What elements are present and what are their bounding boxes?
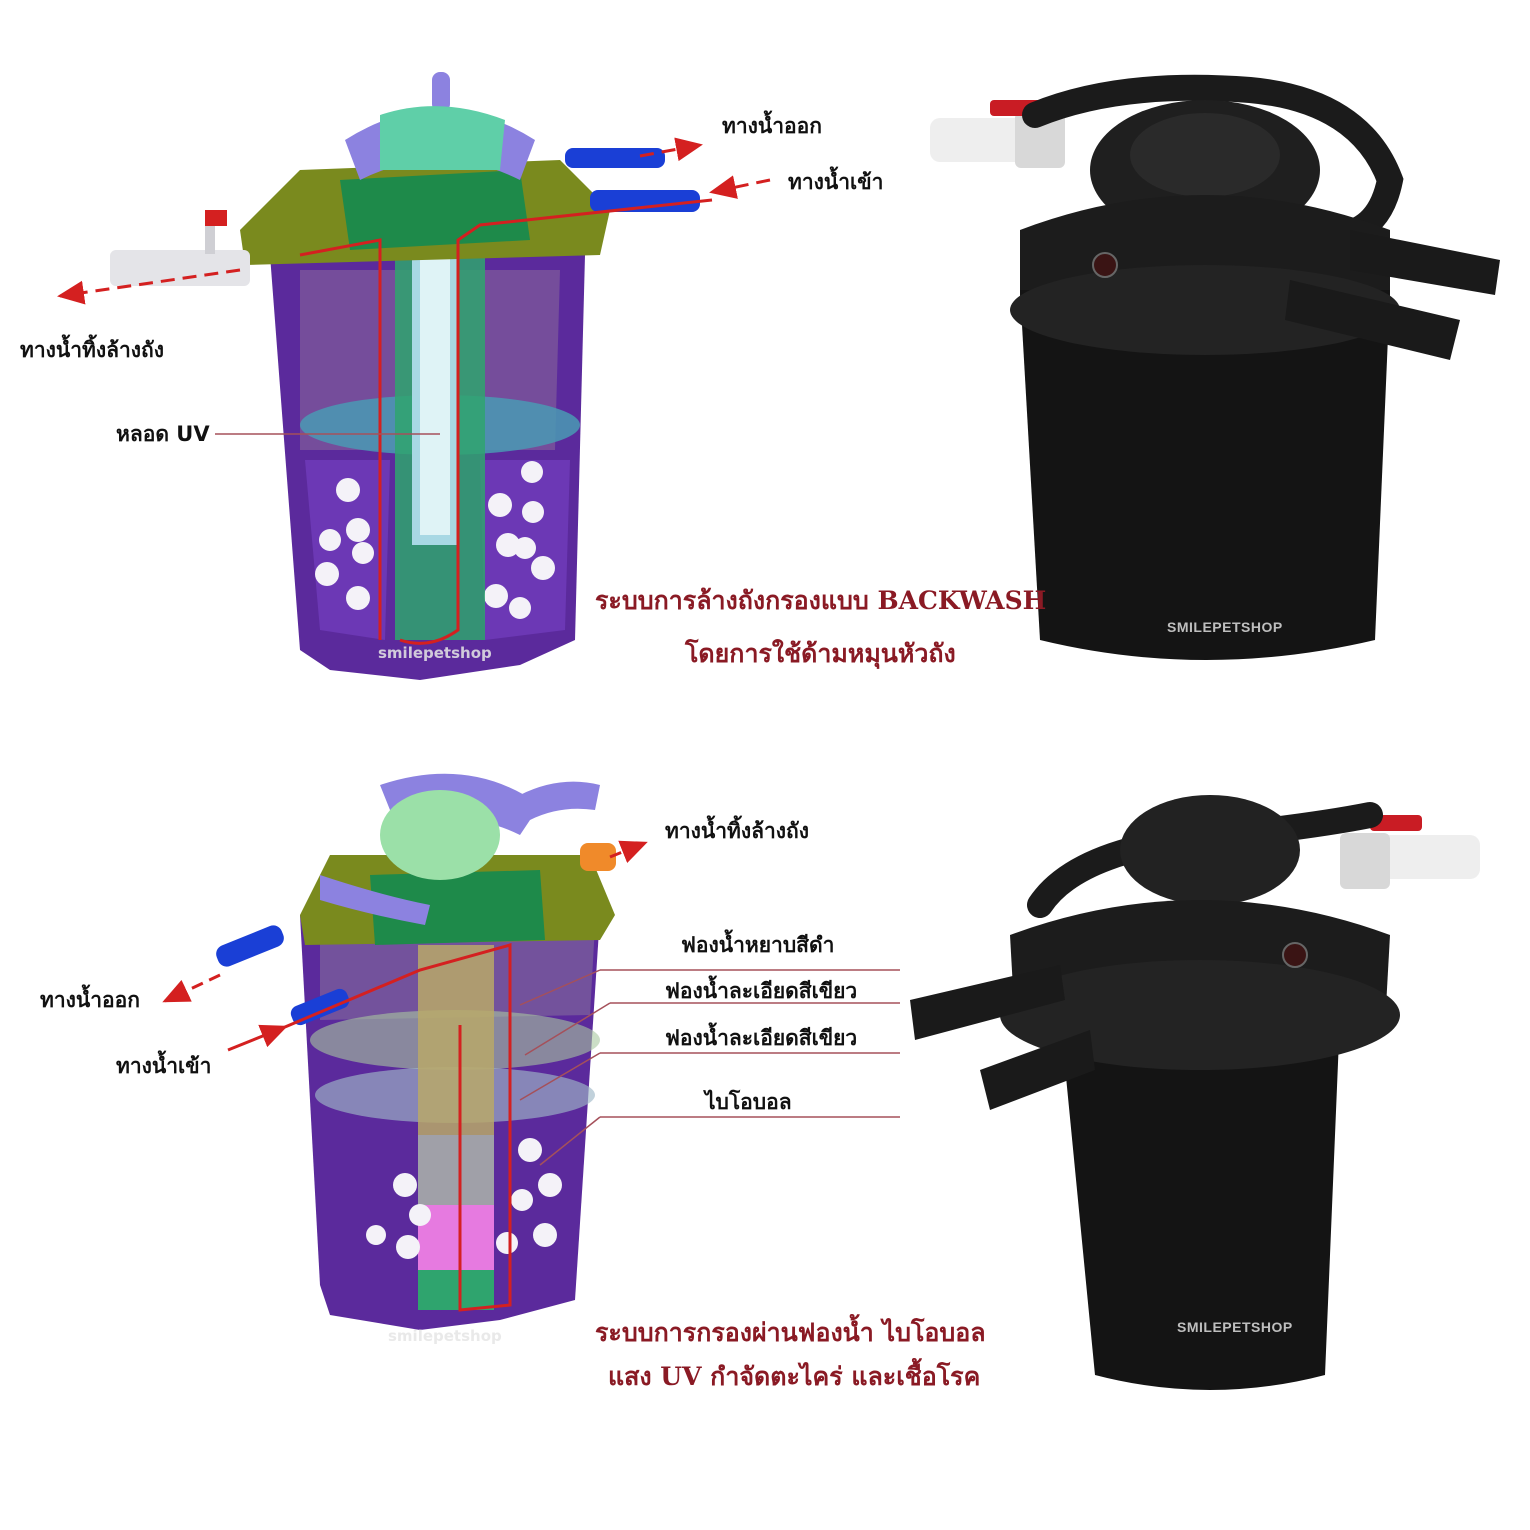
backwash-cutaway-diagram xyxy=(57,72,771,680)
caption-backwash-line2: โดยการใช้ด้ามหมุนหัวถัง xyxy=(685,639,956,668)
caption-filtration-line1: ระบบการกรองผ่านฟองน้ำ ไบโอบอล xyxy=(595,1318,986,1347)
watermark-product-bottom: SMILEPETSHOP xyxy=(1177,1319,1293,1335)
backwash-panel: ทางน้ำออก ทางน้ำเข้า ทางน้ำทิ้งล้างถัง ห… xyxy=(0,0,1530,760)
label-inlet: ทางน้ำเข้า xyxy=(788,170,884,194)
watermark-cutaway-bottom: smilepetshop xyxy=(388,1327,502,1345)
label-sponge-green-1: ฟองน้ำละเอียดสีเขียว xyxy=(665,979,858,1003)
label-backwash-bottom: ทางน้ำทิ้งล้างถัง xyxy=(665,819,810,843)
bio-balls-bottom xyxy=(366,1138,562,1259)
watermark-cutaway: smilepetshop xyxy=(378,644,492,662)
filtration-cutaway-diagram xyxy=(162,773,900,1330)
label-outlet-bottom: ทางน้ำออก xyxy=(40,988,140,1012)
caption-filtration-line2: แสง UV กำจัดตะไคร่ และเชื้อโรค xyxy=(608,1362,981,1391)
label-bioball: ไบโอบอล xyxy=(705,1090,792,1114)
product-photo-bottom xyxy=(910,795,1480,1390)
label-outlet: ทางน้ำออก xyxy=(722,114,822,138)
label-inlet-bottom: ทางน้ำเข้า xyxy=(116,1054,212,1078)
caption-backwash-line1: ระบบการล้างถังกรองแบบ BACKWASH xyxy=(595,586,1047,615)
label-sponge-green-2: ฟองน้ำละเอียดสีเขียว xyxy=(665,1026,858,1050)
product-photo-top xyxy=(930,74,1500,660)
leader-lines xyxy=(519,969,900,1166)
label-sponge-black: ฟองน้ำหยาบสีดำ xyxy=(681,933,835,957)
bio-balls xyxy=(315,461,555,619)
label-backwash: ทางน้ำทิ้งล้างถัง xyxy=(20,338,165,362)
watermark-product: SMILEPETSHOP xyxy=(1167,619,1283,635)
filtration-panel: ทางน้ำทิ้งล้างถัง ทางน้ำออก ทางน้ำเข้า ฟ… xyxy=(0,765,1530,1525)
label-uv-lamp: หลอด UV xyxy=(116,422,210,446)
